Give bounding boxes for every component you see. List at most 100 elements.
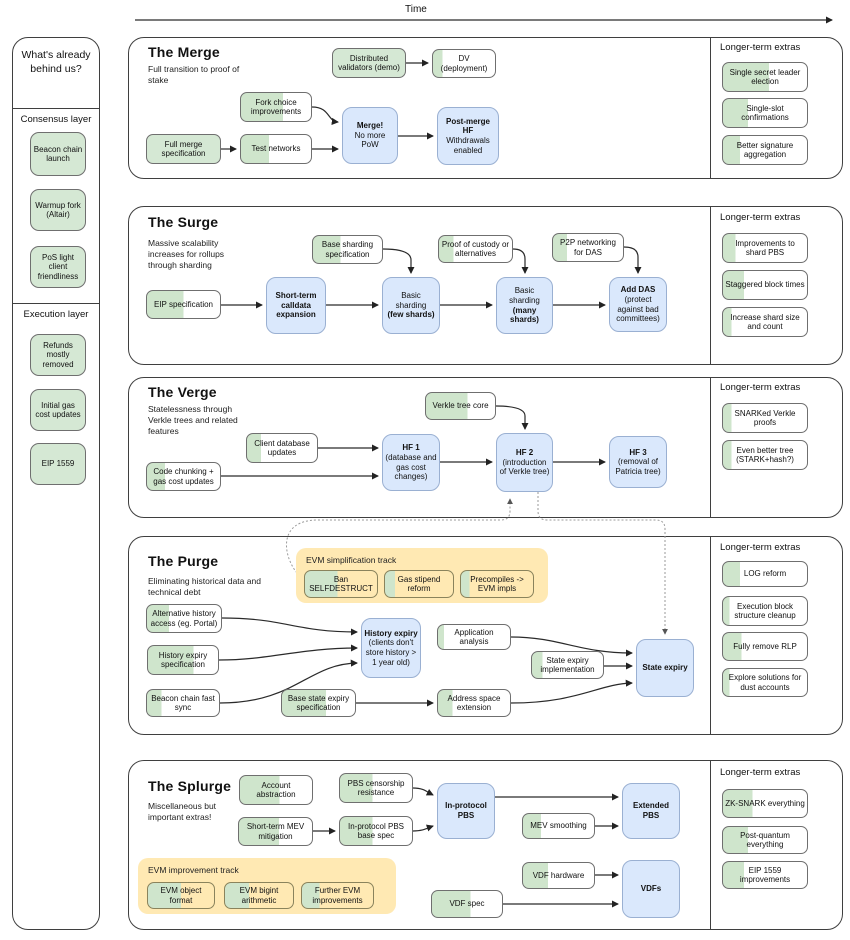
node-short-term-mev-mitigation: Short-term MEV mitigation [238,817,313,846]
section-title-merge: The Merge [148,44,220,60]
node-distributed-validators-demo: Distributed validators (demo) [332,48,406,78]
milestone-add-das: Add DAS(protect against bad committees) [609,277,667,332]
extras-divider-verge [710,377,711,518]
sidebar-panel [12,37,100,930]
milestone-vdfs: VDFs [622,860,680,918]
extra-even-better-tree: Even better tree (STARK+hash?) [722,440,808,470]
node-proof-of-custody-or-alternatives: Proof of custody or alternatives [438,235,513,263]
node-evm-object-format: EVM object format [147,882,215,909]
node-base-sharding-specification: Base sharding specification [312,235,383,264]
extra-post-quantum-everything: Post-quantum everything [722,826,808,854]
milestone-basic-sharding-few-shards: Basic sharding(few shards) [382,277,440,334]
sidebar-title: What's already behind us? [21,49,91,76]
node-gas-stipend-reform: Gas stipend reform [384,570,454,598]
section-subtitle-splurge: Miscellaneous but important extras! [148,801,217,823]
evm-simplification-track-label: EVM simplification track [306,555,397,565]
node-state-expiry-implementation: State expiry implementation [531,651,604,679]
sidebar-item-initial-gas-cost-updates: Initial gas cost updates [30,389,86,431]
node-application-analysis: Application analysis [437,624,511,650]
sidebar-group-execution-layer: Execution layer [23,309,89,320]
section-title-purge: The Purge [148,553,219,569]
node-in-protocol-pbs-base-spec: In-protocol PBS base spec [339,816,413,846]
sidebar-divider [12,303,100,304]
extra-single-slot-confirmations: Single-slot confirmations [722,98,808,128]
node-ban-selfdestruct: Ban SELFDESTRUCT [304,570,378,598]
node-mev-smoothing: MEV smoothing [522,813,595,839]
time-axis-label: Time [405,4,427,15]
node-verkle-tree-core: Verkle tree core [425,392,496,420]
extras-title-splurge: Longer-term extras [720,767,801,778]
node-vdf-spec: VDF spec [431,890,503,918]
extra-better-signature-aggregation: Better signature aggregation [722,135,808,165]
node-p2p-networking-for-das: P2P networking for DAS [552,233,624,262]
milestone-short-term-calldata-expansion: Short-term calldata expansion [266,277,326,334]
node-precompiles-evm-impls: Precompiles -> EVM impls [460,570,534,598]
node-alternative-history-access: Alternative history access (eg. Portal) [146,604,222,633]
extra-increase-shard-size-and-count: Increase shard size and count [722,307,808,337]
evm-improvement-track-label: EVM improvement track [148,865,239,875]
milestone-basic-sharding-many-shards: Basic sharding(many shards) [496,277,553,334]
node-full-merge-specification: Full merge specification [146,134,221,164]
extras-divider-merge [710,37,711,179]
milestone-history-expiry: History expiry(clients don't store histo… [361,618,421,678]
node-code-chunking-gas-cost-updates: Code chunking + gas cost updates [146,462,221,491]
node-fork-choice-improvements: Fork choice improvements [240,92,312,122]
extras-divider-surge [710,206,711,365]
extra-explore-solutions-for-dust-accounts: Explore solutions for dust accounts [722,668,808,697]
section-subtitle-verge: Statelessness through Verkle trees and r… [148,404,238,437]
section-subtitle-surge: Massive scalability increases for rollup… [148,238,225,271]
extra-snarked-verkle-proofs: SNARKed Verkle proofs [722,403,808,433]
section-splurge-panel [128,760,843,930]
milestone-hf1: HF 1(database and gas cost changes) [382,434,440,491]
extra-improvements-to-shard-pbs: Improvements to shard PBS [722,233,808,263]
node-account-abstraction: Account abstraction [239,775,313,805]
sidebar-item-beacon-chain-launch: Beacon chain launch [30,132,86,176]
node-further-evm-improvements: Further EVM improvements [301,882,374,909]
extra-fully-remove-rlp: Fully remove RLP [722,632,808,661]
node-address-space-extension: Address space extension [437,689,511,717]
verge-purge-dotted-links [286,492,668,635]
verge-arrows [221,405,606,480]
extras-divider-splurge [710,760,711,930]
extra-eip-1559-improvements: EIP 1559 improvements [722,861,808,889]
section-title-verge: The Verge [148,384,217,400]
milestone-extended-pbs: Extended PBS [622,783,680,839]
merge-arrows [221,59,434,153]
node-history-expiry-specification: History expiry specification [147,645,219,675]
extra-execution-block-structure-cleanup: Execution block structure cleanup [722,596,808,626]
node-dv-deployment: DV (deployment) [432,49,496,78]
purge-arrows [218,617,633,707]
node-test-networks: Test networks [240,134,312,164]
milestone-in-protocol-pbs: In-protocol PBS [437,783,495,839]
section-title-splurge: The Splurge [148,778,232,794]
node-base-state-expiry-specification: Base state expiry specification [281,689,356,717]
extras-title-verge: Longer-term extras [720,382,801,393]
section-subtitle-merge: Full transition to proof of stake [148,64,240,86]
extra-staggered-block-times: Staggered block times [722,270,808,300]
section-verge-panel [128,377,843,518]
node-client-database-updates: Client database updates [246,433,318,463]
sidebar-divider [12,108,100,109]
extra-zk-snark-everything: ZK-SNARK everything [722,789,808,818]
node-pbs-censorship-resistance: PBS censorship resistance [339,773,413,803]
node-eip-specification: EIP specification [146,290,221,319]
node-vdf-hardware: VDF hardware [522,862,595,889]
sidebar-item-refunds-mostly-removed: Refunds mostly removed [30,334,86,376]
extras-divider-purge [710,536,711,735]
sidebar-item-eip-1559: EIP 1559 [30,443,86,485]
extras-title-purge: Longer-term extras [720,542,801,553]
node-beacon-chain-fast-sync: Beacon chain fast sync [146,689,220,717]
extra-log-reform: LOG reform [722,561,808,587]
extra-single-secret-leader-election: Single secret leader election [722,62,808,92]
section-purge-panel [128,536,843,735]
sidebar-item-warmup-fork-altair: Warmup fork (Altair) [30,189,86,231]
sidebar-item-pos-light-client-friendliness: PoS light client friendliness [30,246,86,288]
milestone-hf3: HF 3(removal of Patricia tree) [609,436,667,488]
extras-title-surge: Longer-term extras [720,212,801,223]
milestone-merge-no-more-pow: Merge!No more PoW [342,107,398,164]
sidebar-group-consensus-layer: Consensus layer [20,114,92,125]
section-subtitle-purge: Eliminating historical data and technica… [148,576,261,598]
section-merge-panel [128,37,843,179]
